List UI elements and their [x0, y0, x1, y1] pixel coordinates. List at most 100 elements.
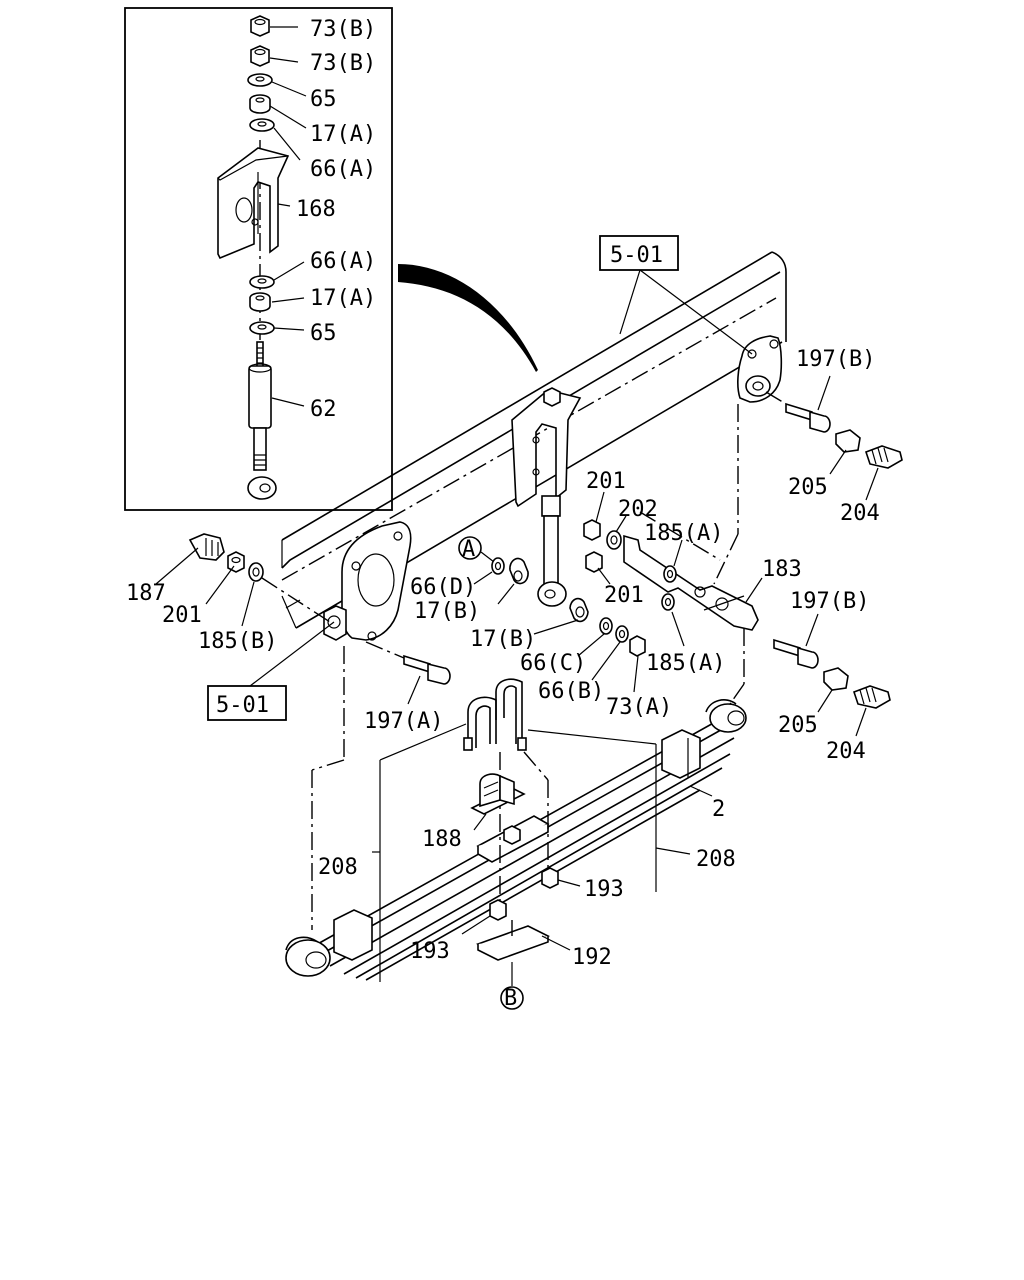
- label-17a-lower: 17(A): [310, 286, 376, 311]
- bushing-17b-lower: [569, 597, 589, 623]
- nut-73b-top: [250, 15, 270, 37]
- label-185a-upper: 185(A): [644, 521, 723, 546]
- grease-nipple-187: [188, 533, 225, 561]
- washer-66d: [491, 557, 505, 575]
- label-5-01-top: 5-01: [610, 243, 663, 268]
- label-66c: 66(C): [520, 651, 586, 676]
- bolt-197a: [365, 641, 451, 705]
- leader-2: [689, 785, 713, 797]
- label-66a-top: 66(A): [310, 157, 376, 182]
- label-201-lower-right: 201: [604, 583, 644, 608]
- label-66d: 66(D): [410, 575, 476, 600]
- fitting-205-upper: [829, 429, 861, 475]
- right-dashed-guides: [639, 404, 745, 705]
- label-17b-upper: 17(B): [414, 599, 480, 624]
- bushing-17b-upper: [509, 557, 529, 585]
- label-208-brackets: [372, 723, 691, 982]
- label-205-lower: 205: [778, 713, 818, 738]
- ref-box-5-01-top: 5-01: [599, 235, 753, 355]
- nut-73a: [629, 635, 646, 657]
- label-187: 187: [126, 581, 166, 606]
- shock-absorber-inset: 73(B) 73(B) 65 17(A) 66(A) 168 66(A) 17(…: [124, 7, 393, 511]
- shock-absorber-62: [247, 341, 277, 500]
- left-pin-axis: [261, 577, 331, 623]
- label-202: 202: [618, 497, 658, 522]
- nut-201-upper-right: [583, 519, 601, 541]
- label-208-right: 208: [696, 847, 736, 872]
- ref-label-b: B: [504, 986, 517, 1011]
- label-66a-lower: 66(A): [310, 249, 376, 274]
- label-201-left: 201: [162, 603, 202, 628]
- label-183: 183: [762, 557, 802, 582]
- ref-circle-b: B: [500, 962, 524, 1011]
- label-73a: 73(A): [606, 695, 672, 720]
- label-193-right: 193: [584, 877, 624, 902]
- bump-stopper-188: [470, 773, 526, 831]
- left-dashed-guides: [311, 646, 345, 930]
- label-185a-lower: 185(A): [646, 651, 725, 676]
- grease-nipple-204-upper: [864, 445, 903, 501]
- label-65-top: 65: [310, 87, 337, 112]
- ref-circle-a: A: [458, 536, 495, 563]
- nut-193-right: [541, 867, 581, 889]
- bracket-168: [217, 147, 290, 260]
- label-168: 168: [296, 197, 336, 222]
- label-17b-lower: 17(B): [470, 627, 536, 652]
- plate-192: [475, 920, 571, 961]
- washer-185a-upper: [663, 565, 677, 583]
- rear-spring-hanger: [737, 335, 783, 403]
- left-leader-lines: [155, 547, 255, 627]
- nut-201-lower-right: [585, 551, 603, 573]
- frame-shock-bracket: [511, 387, 582, 508]
- washer-66a-top: [249, 118, 275, 132]
- washer-202: [606, 530, 622, 550]
- washer-65-top: [247, 73, 273, 87]
- washer-66c: [599, 617, 613, 635]
- ref-label-a: A: [462, 537, 475, 562]
- fitting-205-lower: [817, 667, 849, 713]
- main-shock-absorber: [537, 495, 567, 607]
- label-65-lower: 65: [310, 321, 337, 346]
- nut-201-left: [227, 551, 245, 573]
- label-73b-second: 73(B): [310, 51, 376, 76]
- inset-pointer-arrow: [398, 264, 538, 372]
- washer-185a-lower: [661, 593, 675, 611]
- bushing-17a-top: [249, 94, 271, 114]
- label-185b: 185(B): [198, 629, 277, 654]
- shackle-plate-183: [623, 534, 759, 631]
- label-204-lower: 204: [826, 739, 866, 764]
- label-62: 62: [310, 397, 337, 422]
- label-66b: 66(B): [538, 679, 604, 704]
- washer-65-lower: [249, 321, 275, 335]
- label-197b-lower: 197(B): [790, 589, 869, 614]
- label-5-01-bottom: 5-01: [216, 693, 269, 718]
- washer-66b: [615, 625, 629, 643]
- label-205-upper: 205: [788, 475, 828, 500]
- label-193-left: 193: [410, 939, 450, 964]
- bolt-197b-lower: [773, 613, 819, 669]
- label-188: 188: [422, 827, 462, 852]
- center-leader-lines: [473, 571, 639, 693]
- front-spring-hanger: [323, 521, 412, 641]
- nut-73b-second: [250, 45, 270, 67]
- right-leader-lines: [595, 491, 763, 647]
- bushing-17a-lower: [249, 292, 271, 312]
- label-73b-top: 73(B): [310, 17, 376, 42]
- label-208-left: 208: [318, 855, 358, 880]
- label-17a-top: 17(A): [310, 122, 376, 147]
- u-bolts-208: [463, 678, 549, 910]
- label-204-upper: 204: [840, 501, 880, 526]
- label-197b-upper: 197(B): [796, 347, 875, 372]
- label-197a: 197(A): [364, 709, 443, 734]
- bolt-197b-upper: [765, 375, 831, 433]
- ref-box-5-01-bottom: 5-01: [207, 621, 335, 721]
- leaf-spring-2: [285, 699, 747, 981]
- nut-193-left: [461, 899, 507, 935]
- label-192: 192: [572, 945, 612, 970]
- washer-66a-lower: [249, 275, 275, 289]
- washer-185b: [248, 562, 264, 582]
- label-201-upper-right: 201: [586, 469, 626, 494]
- inset-leader-lines: [269, 26, 307, 407]
- label-2: 2: [712, 797, 725, 822]
